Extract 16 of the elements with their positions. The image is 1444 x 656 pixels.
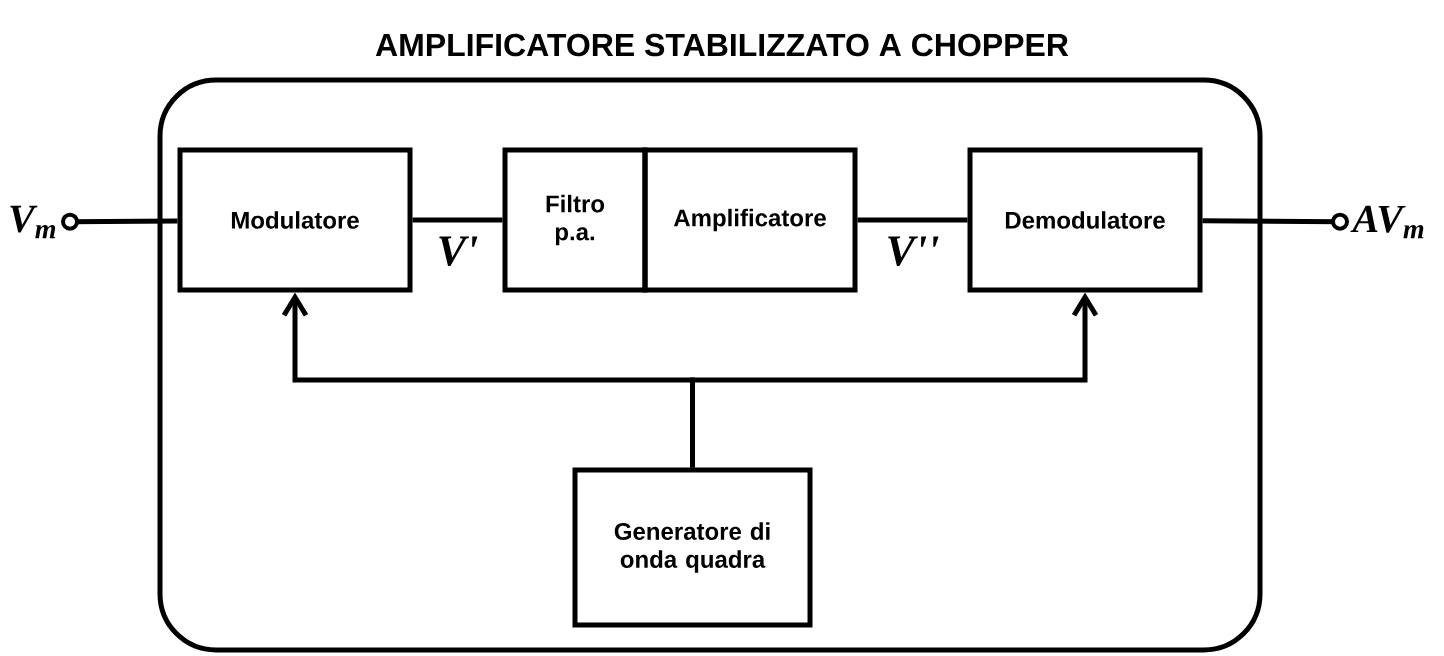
connector bbox=[690, 292, 1099, 468]
terminal-label: V$_{m}$ bbox=[10, 205, 56, 239]
enclosure-box bbox=[157, 77, 1263, 653]
block-box: Demodulatore bbox=[967, 147, 1203, 293]
block-box: Amplificatore bbox=[642, 147, 858, 293]
terminal-label: AV$_{m}$ bbox=[1350, 205, 1424, 239]
connector bbox=[412, 217, 503, 223]
connector bbox=[61, 212, 178, 231]
edge-label: V'' bbox=[883, 234, 942, 268]
edge-label: V' bbox=[434, 234, 481, 268]
block-box: Generatore di onda quadra bbox=[572, 467, 813, 628]
title: AMPLIFICATORE STABILIZZATO A CHOPPER bbox=[375, 33, 1069, 57]
connector bbox=[857, 217, 968, 223]
block-box: Filtro p.a. bbox=[502, 147, 648, 293]
block-box: Modulatore bbox=[177, 147, 413, 293]
connector bbox=[1202, 212, 1349, 231]
